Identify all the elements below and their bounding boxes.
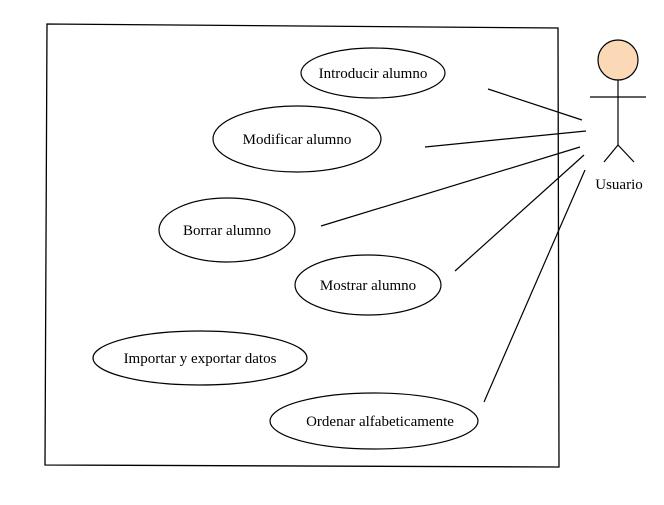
use-case-label: Mostrar alumno — [320, 278, 416, 294]
association-mostrar-alumno — [454, 154, 585, 272]
actor-label: Usuario — [595, 177, 643, 193]
use-case-label: Ordenar alfabeticamente — [306, 414, 454, 430]
use-case-mostrar-alumno[interactable]: Mostrar alumno — [294, 254, 442, 316]
actor-head — [597, 39, 639, 81]
actor-left-leg — [603, 144, 619, 163]
use-case-introducir-alumno[interactable]: Introducir alumno — [300, 47, 446, 99]
use-case-importar-y-exportar-datos[interactable]: Importar y exportar datos — [92, 330, 308, 386]
use-case-borrar-alumno[interactable]: Borrar alumno — [158, 197, 296, 263]
association-borrar-alumno — [320, 146, 581, 227]
association-ordenar-alfabeticamente — [483, 169, 586, 403]
actor-usuario[interactable]: Usuario — [590, 39, 646, 193]
association-modificar-alumno — [424, 130, 587, 148]
use-case-label: Borrar alumno — [183, 223, 271, 239]
system-boundary — [44, 23, 560, 468]
use-case-ordenar-alfabeticamente[interactable]: Ordenar alfabeticamente — [269, 392, 479, 450]
use-case-label: Modificar alumno — [243, 132, 352, 148]
use-case-label: Importar y exportar datos — [124, 351, 277, 367]
use-case-label: Introducir alumno — [319, 66, 428, 82]
association-introducir-alumno — [487, 88, 583, 121]
use-case-modificar-alumno[interactable]: Modificar alumno — [212, 105, 382, 173]
actor-right-leg — [617, 144, 635, 163]
